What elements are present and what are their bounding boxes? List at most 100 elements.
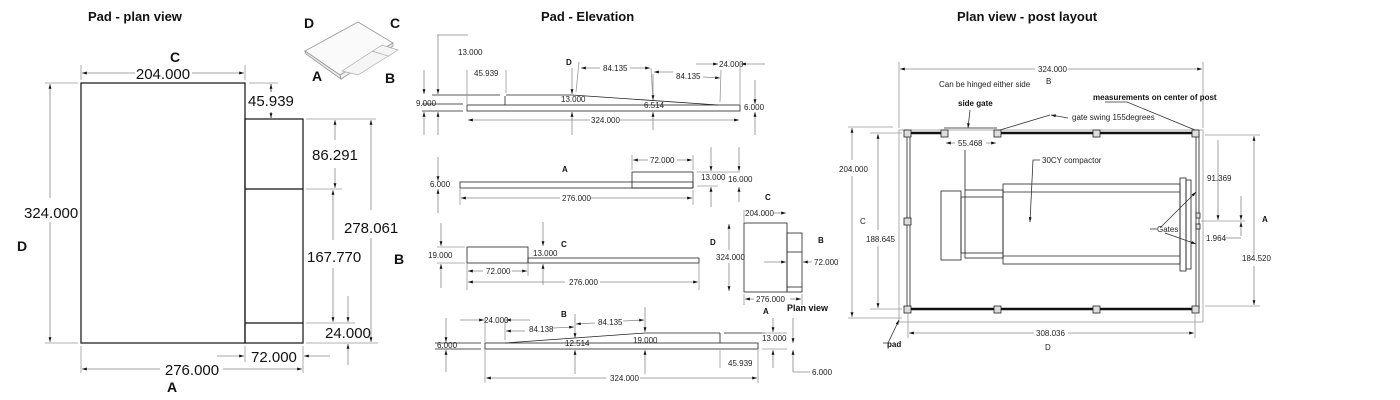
note-hinge: Can be hinged either side <box>939 80 1031 89</box>
drawing-line <box>504 332 720 344</box>
dim-b-offset: 45.939 <box>728 359 753 368</box>
iso-label-b: B <box>385 70 395 86</box>
dim-d-a: 13.000 <box>458 48 483 57</box>
drawing-line <box>887 319 900 344</box>
dim-c-ext: 72.000 <box>486 267 511 276</box>
post-layout-title: Plan view - post layout <box>957 9 1098 24</box>
dim-c-step: 13.000 <box>533 249 558 258</box>
drawing-line <box>1028 159 1040 223</box>
note-compactor: 30CY compactor <box>1042 156 1102 165</box>
elevation-panel: Pad - Elevation 13.000 9.000 45.939 D 13… <box>416 9 839 383</box>
dim-d-g: 13.000 <box>561 95 586 104</box>
post-dim-top: 324.000 <box>1038 65 1067 74</box>
post <box>993 129 1002 138</box>
dim-a-h2: 16.000 <box>728 175 753 184</box>
drawing-line <box>575 322 596 326</box>
elevation-side-c: C 19.000 13.000 72.000 276.000 <box>428 222 700 290</box>
post-dim-gate: 55.468 <box>958 139 983 148</box>
post-dim-left-inner: 188.645 <box>866 235 895 244</box>
mini-dim-w: 204.000 <box>745 209 774 218</box>
dim-d-d: 84.135 <box>676 72 701 81</box>
post <box>1195 212 1201 219</box>
elevation-side-b: 6.000 24.000 84.138 B 12.514 84.135 19.0… <box>435 307 833 383</box>
drawing-line <box>552 325 575 329</box>
drawing-line <box>964 189 1004 259</box>
note-gates: Gates <box>1157 225 1178 234</box>
drawing-line <box>1185 179 1192 270</box>
drawing-line <box>940 190 962 261</box>
dim-a-h1: 13.000 <box>701 173 726 182</box>
post <box>903 129 912 138</box>
iso-label-a: A <box>312 68 322 84</box>
dim-b-side: 6.000 <box>812 368 833 377</box>
mini-plan-view: C D B 204.000 324.000 72.000 276.000 Pla… <box>710 193 839 313</box>
mini-dim-bottom: 276.000 <box>756 295 785 304</box>
drawing-line <box>719 69 722 103</box>
drawing-line <box>743 222 788 293</box>
dim-d-total: 324.000 <box>591 116 620 125</box>
pad-extension-rect <box>244 118 304 344</box>
mini-dim-h: 324.000 <box>716 253 745 262</box>
drawing-line <box>631 171 694 189</box>
dim-a-total: 276.000 <box>562 194 591 203</box>
pad-outline <box>898 129 1204 323</box>
drawing-line <box>527 257 700 264</box>
mini-plan-caption: Plan view <box>787 303 829 313</box>
drawing-line <box>960 196 1004 254</box>
dim-b-b: 84.138 <box>529 325 554 334</box>
dim-c-h: 19.000 <box>428 251 453 260</box>
dim-d-b: 45.939 <box>474 69 499 78</box>
dim-d-i: 6.000 <box>744 103 765 112</box>
dim-b-a: 24.000 <box>484 316 509 325</box>
note-swing: gate swing 155degrees <box>1072 113 1155 122</box>
dim-top-width: 204.000 <box>136 66 190 83</box>
dim-d-f: 9.000 <box>416 99 437 108</box>
drawing-line <box>1179 177 1187 272</box>
post-label-b: B <box>1046 77 1051 86</box>
mini-label-d: D <box>710 238 716 247</box>
elev-label-b: B <box>561 310 567 319</box>
elevation-side-d: 13.000 9.000 45.939 D 13.000 84.135 6.51… <box>416 34 765 135</box>
dim-seg2: 167.770 <box>307 249 361 266</box>
mini-dim-ext: 72.000 <box>814 258 839 267</box>
leader <box>1105 101 1196 131</box>
drawing-line <box>466 246 529 264</box>
isometric-pad-sketch: D C A B <box>304 15 400 86</box>
drawing-line <box>466 104 741 112</box>
post <box>1092 129 1101 138</box>
dim-d-e: 24.000 <box>719 60 744 69</box>
dim-left-height: 324.000 <box>24 205 78 222</box>
post-label-d: D <box>1045 343 1051 352</box>
side-label-b: B <box>394 251 404 267</box>
elevation-title: Pad - Elevation <box>541 9 634 24</box>
post <box>940 129 949 138</box>
drawing-line <box>1159 191 1197 229</box>
drawing-line <box>786 232 803 293</box>
elev-label-c: C <box>561 240 567 249</box>
drawing-line <box>304 49 342 80</box>
drawing-line <box>371 50 389 57</box>
dim-notch-offset: 45.939 <box>248 93 294 110</box>
post-dim-right: 184.520 <box>1242 254 1271 263</box>
dim-b-thick: 6.000 <box>437 341 458 350</box>
posts <box>903 129 1201 314</box>
dim-ext-width: 72.000 <box>251 349 297 366</box>
post <box>903 305 912 314</box>
post-label-c: C <box>860 217 866 226</box>
dim-a-thick: 6.000 <box>430 180 451 189</box>
side-label-c: C <box>170 49 180 65</box>
elevation-side-a: A 72.000 6.000 276.000 13.000 16.000 <box>430 147 753 213</box>
compactor <box>940 150 1192 272</box>
dim-seg3: 24.000 <box>325 325 371 342</box>
post-label-a: A <box>1262 215 1268 224</box>
dim-c-total: 276.000 <box>569 278 598 287</box>
drawing-line <box>341 44 399 76</box>
post-dim-bottom: 308.036 <box>1036 329 1065 338</box>
side-label-a: A <box>167 379 177 395</box>
plan-view-panel: Pad - plan view 204.000 C 45.939 324.000… <box>17 9 404 395</box>
dim-seg1: 86.291 <box>312 147 358 164</box>
iso-label-d: D <box>304 15 314 31</box>
post-dim-r2: 1.964 <box>1206 234 1227 243</box>
elev-label-d: D <box>566 58 572 67</box>
